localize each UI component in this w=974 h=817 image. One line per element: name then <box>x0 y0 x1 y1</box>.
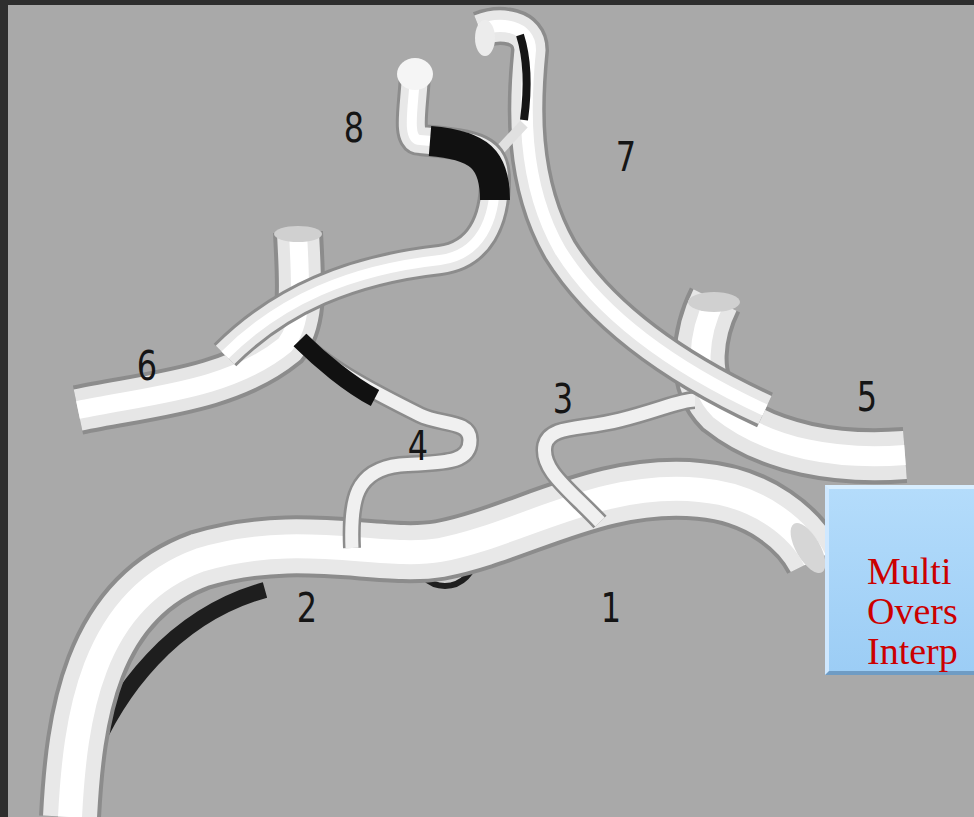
callout-number: 1 <box>601 588 621 628</box>
vessel-highlight <box>70 489 815 817</box>
vessel-cap <box>397 58 433 90</box>
vessel-tube <box>225 70 495 355</box>
vessel-tube <box>70 489 815 817</box>
vessel-shadow <box>300 340 375 398</box>
callout-number: 5 <box>857 377 877 417</box>
vessel-cap <box>274 226 322 242</box>
vessel-highlight <box>225 70 495 355</box>
vessel-link <box>498 124 524 152</box>
vessel-shadow <box>430 141 495 200</box>
frame-edge <box>0 0 8 817</box>
callout-text: Multi Overs Interp <box>867 551 974 671</box>
vessel-shade <box>225 70 495 355</box>
vessel-shade <box>300 340 470 548</box>
frame-edge <box>0 0 974 5</box>
vessel-cap <box>475 20 495 56</box>
callout-number: 4 <box>408 426 428 466</box>
vessel-shadow <box>520 35 527 120</box>
callout-number: 2 <box>297 588 317 628</box>
vessel-cap <box>688 292 740 312</box>
callout-number: 3 <box>553 379 573 419</box>
vessel-highlight <box>480 26 765 410</box>
callout-number: 7 <box>616 137 636 177</box>
vessel-tube <box>300 340 470 548</box>
callout-number: 6 <box>137 346 157 386</box>
vessel-shade <box>480 26 765 410</box>
callout-number: 8 <box>344 108 364 148</box>
callout-box: Multi Overs Interp <box>825 485 974 675</box>
vessel-tube <box>480 26 765 410</box>
vessel-shade <box>70 489 815 817</box>
